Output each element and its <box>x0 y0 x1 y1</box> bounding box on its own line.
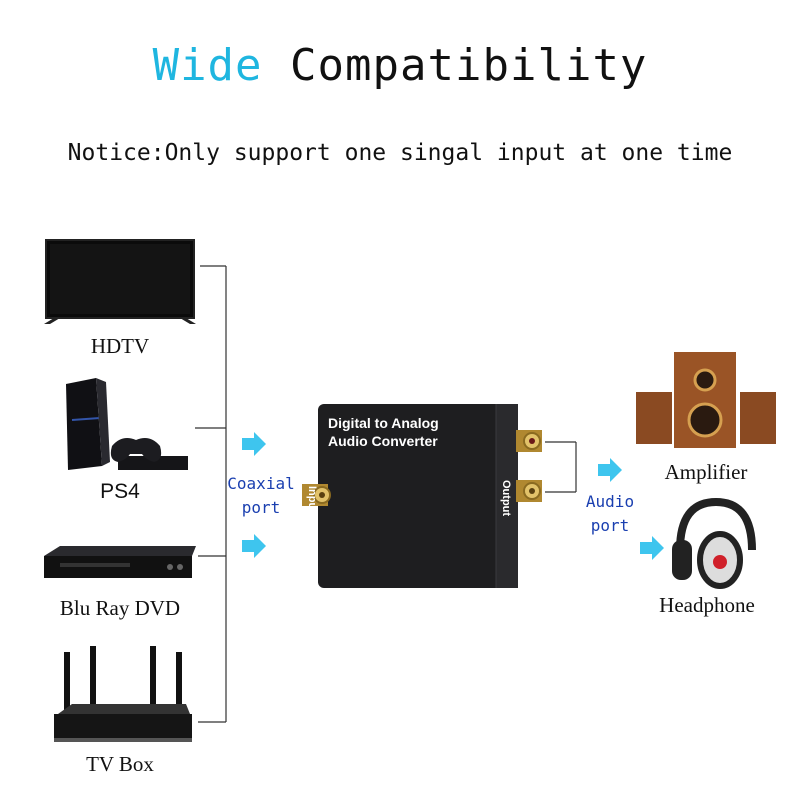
output-arrows <box>598 458 664 560</box>
game-console-icon <box>66 378 188 470</box>
coaxial-line2: port <box>241 498 281 517</box>
converter-device <box>302 404 542 588</box>
output-bracket <box>545 441 577 493</box>
input-label-hdtv: HDTV <box>90 334 150 358</box>
speaker-icon <box>636 352 776 448</box>
output-label-amplifier: Amplifier <box>664 460 748 484</box>
input-label-ps4: PS4 <box>100 480 140 503</box>
headphone-icon <box>672 497 756 589</box>
converter-title: Digital to Analog Audio Converter <box>328 414 498 450</box>
audio-port-label: Audio port <box>578 490 642 538</box>
coaxial-port-label: Coaxial port <box>222 472 300 520</box>
input-bracket <box>195 265 227 723</box>
converter-line2: Audio Converter <box>328 433 438 449</box>
title-rest: Compatibility <box>290 40 648 91</box>
input-label-bluray: Blu Ray DVD <box>59 596 181 620</box>
audio-line2: port <box>590 516 630 535</box>
input-label-tvbox: TV Box <box>86 752 154 776</box>
title-accent: Wide <box>152 40 263 91</box>
arrow-icon <box>242 534 266 558</box>
coaxial-line1: Coaxial <box>227 474 295 493</box>
audio-line1: Audio <box>585 492 635 511</box>
bluray-player-icon <box>44 546 196 578</box>
page-title: Wide Compatibility <box>0 40 800 91</box>
arrow-icon <box>640 536 664 560</box>
arrow-icon <box>242 432 266 456</box>
output-label-headphone: Headphone <box>659 593 755 617</box>
tv-icon <box>44 239 196 324</box>
router-icon <box>54 646 192 742</box>
notice-text: Notice:Only support one singal input at … <box>67 140 733 166</box>
converter-line1: Digital to Analog <box>328 415 439 431</box>
converter-input-label: Input <box>306 486 318 513</box>
input-arrows <box>242 432 266 558</box>
converter-output-label: Output <box>500 480 512 517</box>
arrow-icon <box>598 458 622 482</box>
